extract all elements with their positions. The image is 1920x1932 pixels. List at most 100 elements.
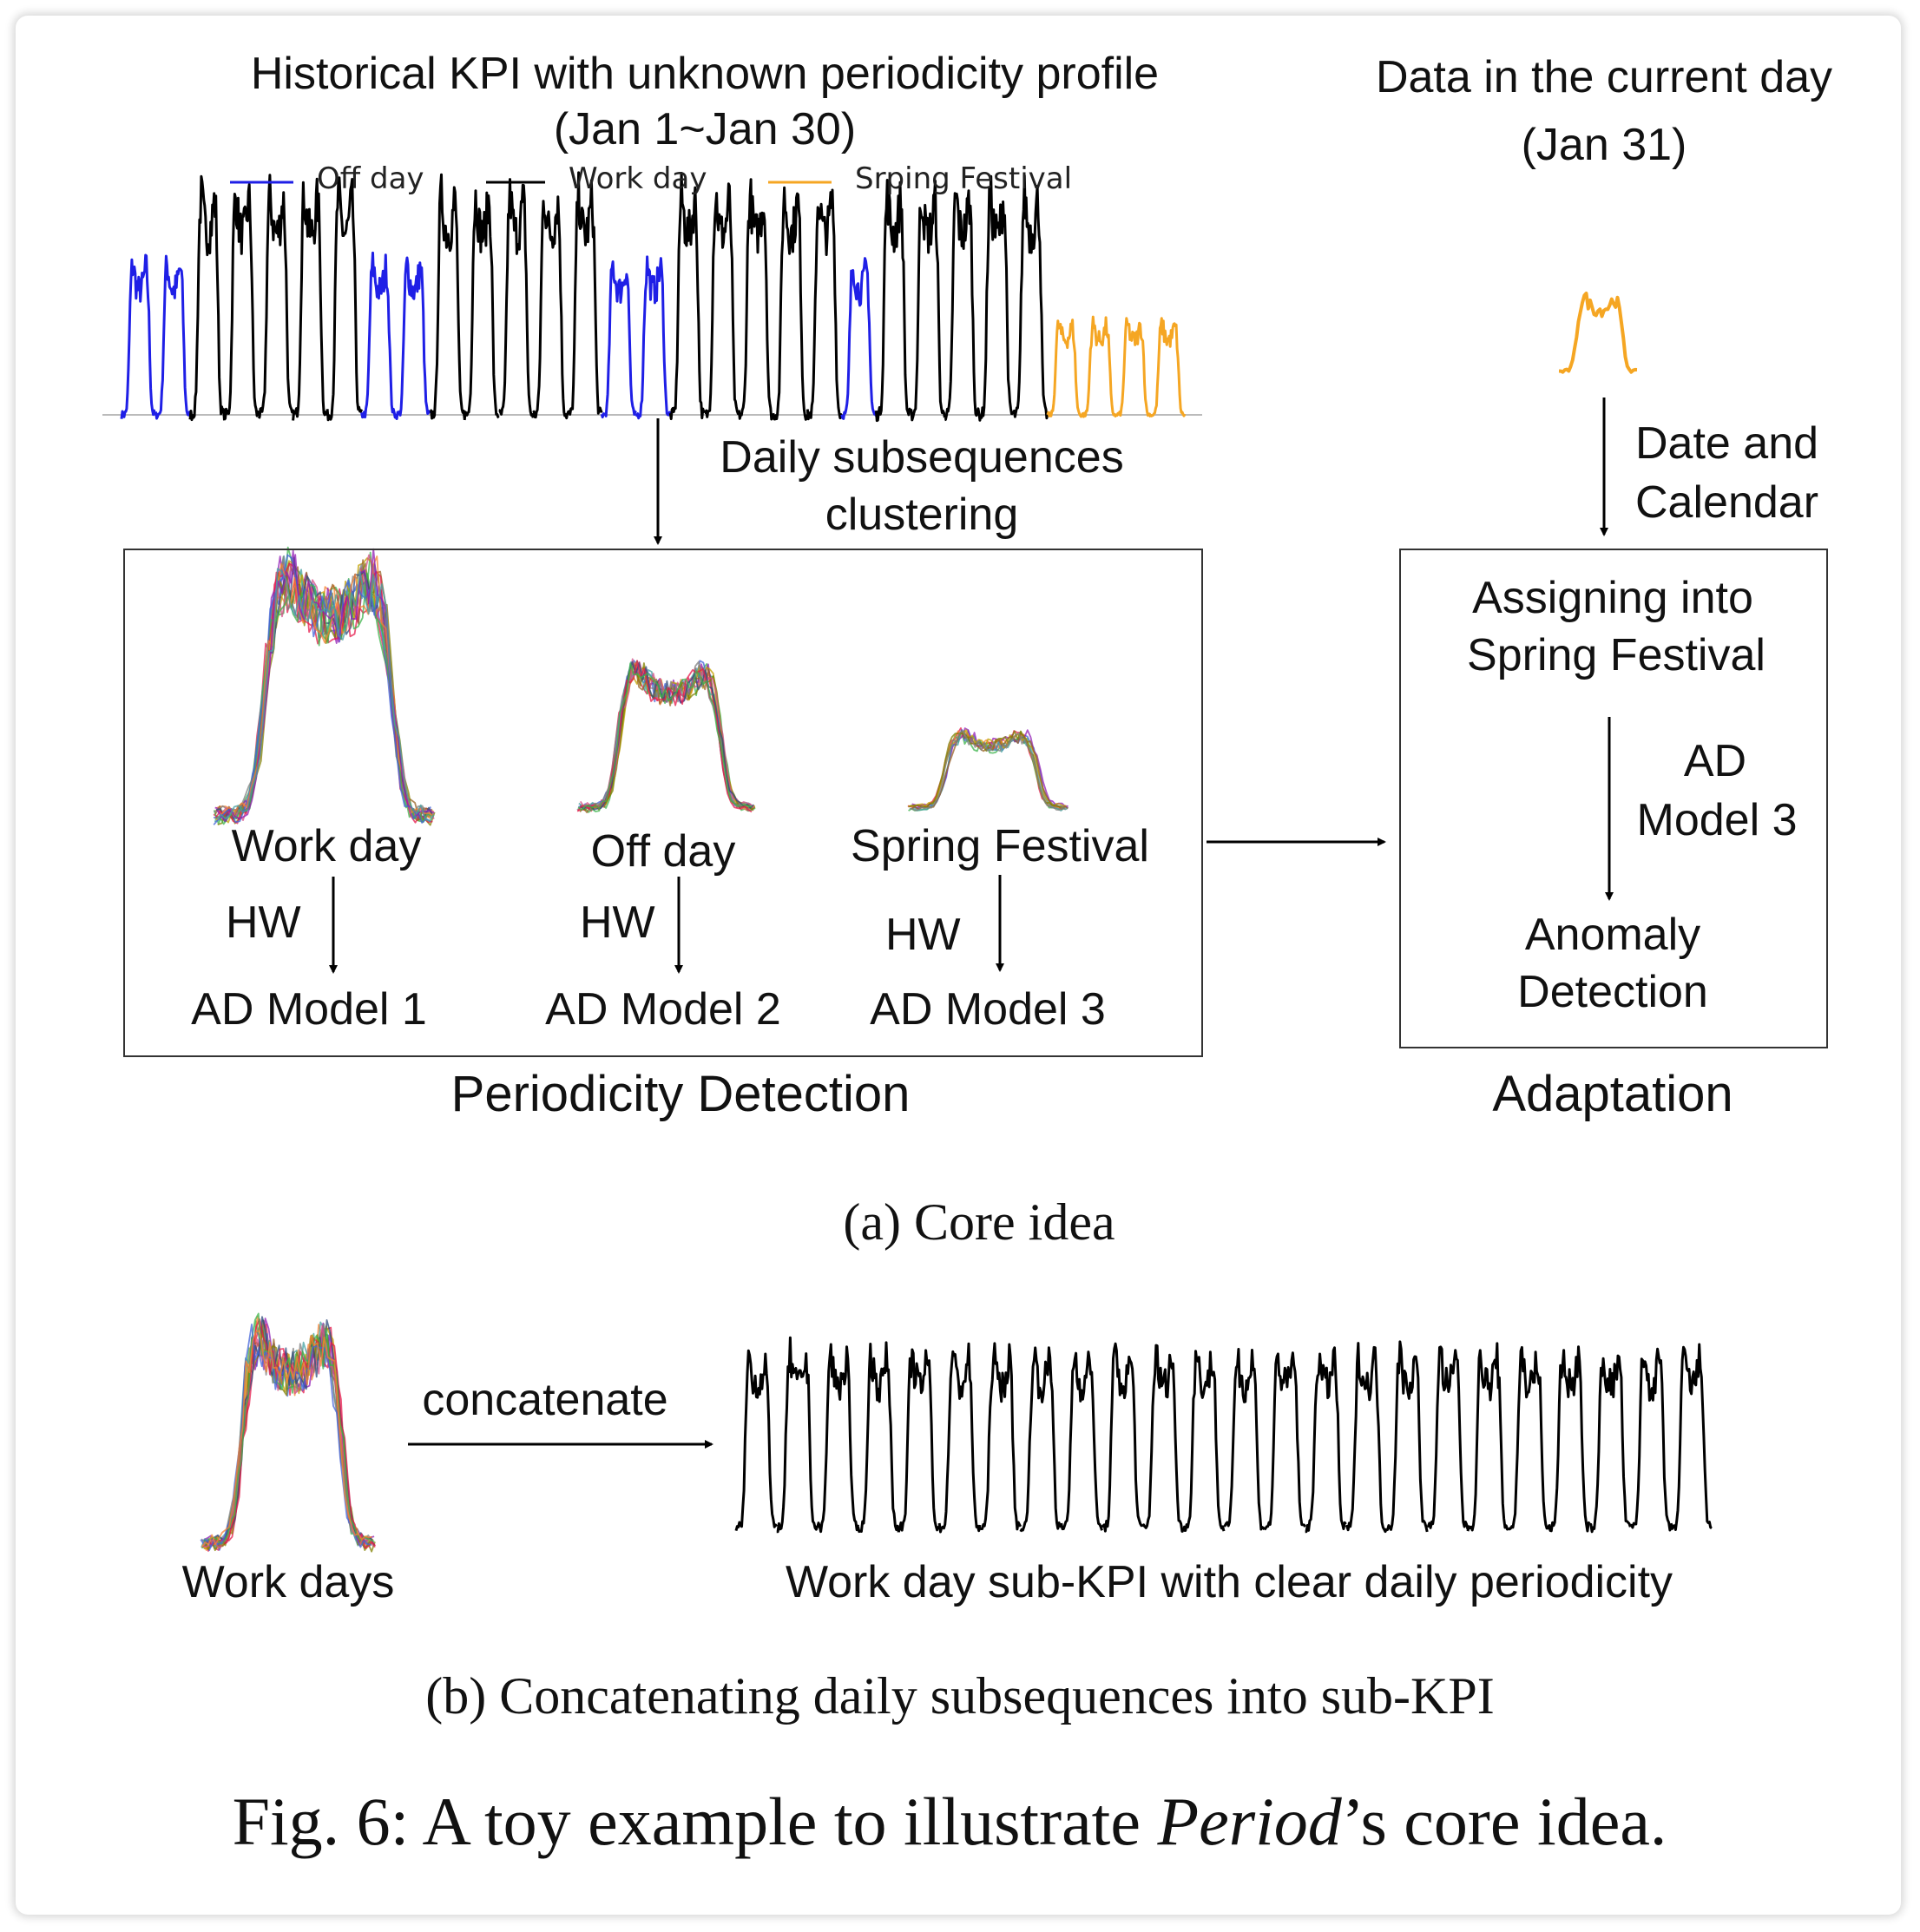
work-days-cluster-curve-14 (204, 1312, 375, 1546)
kpi-day-16 (635, 255, 672, 420)
figure-caption-suffix: ’s core idea. (1341, 1784, 1667, 1859)
kpi-day-29 (1081, 315, 1118, 418)
sub-kpi-day-12 (1181, 1350, 1226, 1533)
kpi-day-25 (944, 189, 981, 422)
sub-kpi-day-8 (1019, 1346, 1062, 1533)
adaptation-title: Adaptation (1492, 1066, 1733, 1122)
adapt-model-line1: AD (1683, 736, 1747, 786)
kpi-day-18 (704, 182, 740, 418)
kpi-day-8 (360, 251, 397, 419)
current-day-title: Data in the current day (1375, 52, 1833, 102)
sub-kpi-day-5 (897, 1348, 940, 1533)
sub-kpi-day-16 (1345, 1342, 1388, 1534)
ad-model-2-label: AD Model 2 (545, 984, 781, 1035)
adapt-detect-line1: Anomaly (1524, 910, 1701, 960)
sub-kpi-day-11 (1141, 1344, 1184, 1533)
clustering-label-line1: Daily subsequences (720, 432, 1124, 483)
kpi-day-14 (566, 171, 603, 416)
kpi-day-9 (394, 256, 431, 420)
date-label-line2: Calendar (1635, 477, 1819, 528)
off-day-cluster-glyph (576, 658, 756, 813)
hw-label-3: HW (885, 910, 961, 960)
kpi-day-26 (977, 174, 1015, 422)
kpi-day-5 (257, 174, 295, 419)
sub-kpi-day-20 (1507, 1345, 1551, 1531)
kpi-day-15 (600, 260, 637, 419)
work-day-cluster-curve-18 (216, 568, 435, 822)
figure-caption-italic: Period (1157, 1784, 1342, 1859)
kpi-day-20 (772, 186, 809, 421)
adapt-model-line2: Model 3 (1636, 795, 1798, 845)
work-day-sub-kpi-series (734, 1336, 1713, 1534)
periodicity-detection-title: Periodicity Detection (450, 1066, 911, 1122)
ad-model-1-label: AD Model 1 (191, 984, 427, 1035)
kpi-day-10 (429, 173, 466, 420)
ad-model-3-label: AD Model 3 (870, 984, 1106, 1035)
sub-kpi-day-17 (1385, 1340, 1429, 1533)
work-days-cluster-curve-16 (201, 1330, 372, 1548)
sub-kpi-day-21 (1548, 1345, 1591, 1533)
sub-kpi-day-14 (1263, 1351, 1306, 1531)
sub-kpi-day-3 (816, 1343, 859, 1534)
cluster-name-spring-festival: Spring Festival (851, 821, 1149, 871)
kpi-day-19 (737, 178, 775, 421)
concatenate-label: concatenate (422, 1375, 668, 1425)
hw-label-2: HW (580, 897, 655, 948)
sub-kpi-day-15 (1305, 1346, 1347, 1534)
kpi-day-17 (668, 172, 707, 421)
sub-kpi-day-2 (776, 1336, 819, 1534)
kpi-day-1 (120, 253, 157, 419)
kpi-day-27 (1012, 174, 1049, 420)
historical-kpi-subtitle: (Jan 1~Jan 30) (553, 104, 857, 154)
sub-kpi-label: Work day sub-KPI with clear daily period… (785, 1557, 1673, 1607)
figure-caption-prefix: Fig. 6: A toy example to illustrate (232, 1784, 1158, 1859)
sub-kpi-day-18 (1426, 1345, 1470, 1530)
sub-kpi-day-10 (1101, 1342, 1143, 1533)
spring-festival-cluster-glyph (907, 727, 1069, 812)
clustering-label-line2: clustering (825, 490, 1019, 540)
adapt-assign-line2: Spring Festival (1467, 630, 1765, 680)
sub-kpi-day-13 (1223, 1348, 1266, 1531)
adaptation-box (1399, 549, 1828, 1048)
sub-kpi-day-23 (1629, 1347, 1673, 1532)
spring-festival-cluster-curve-10 (909, 730, 1067, 812)
current-day-series (1558, 292, 1638, 374)
sub-kpi-day-6 (937, 1342, 982, 1534)
legend-label-off-day: Off day (317, 161, 424, 196)
work-days-cluster-glyph (200, 1312, 377, 1553)
figure-caption: Fig. 6: A toy example to illustrate Peri… (233, 1783, 1667, 1861)
sub-kpi-day-22 (1589, 1354, 1632, 1534)
adapt-detect-line2: Detection (1517, 967, 1708, 1017)
kpi-day-22 (840, 257, 878, 420)
sub-kpi-day-24 (1669, 1343, 1713, 1531)
sub-kpi-day-4 (857, 1341, 900, 1534)
kpi-day-31 (1149, 317, 1187, 417)
off-day-cluster-curve-14 (577, 662, 753, 812)
kpi-day-24 (909, 180, 946, 422)
sub-kpi-day-1 (734, 1349, 778, 1531)
historical-kpi-series (120, 171, 1187, 423)
kpi-day-3 (188, 174, 226, 422)
kpi-day-28 (1046, 319, 1083, 418)
work-days-label: Work days (181, 1557, 395, 1607)
kpi-day-2 (155, 254, 191, 420)
kpi-day-7 (325, 176, 364, 422)
kpi-day-13 (532, 195, 569, 420)
cluster-name-off-day: Off day (590, 826, 736, 877)
historical-kpi-title: Historical KPI with unknown periodicity … (250, 49, 1160, 99)
work-day-cluster-curve-17 (216, 548, 435, 822)
periodicity-detection-box (123, 549, 1203, 1057)
caption-a: (a) Core idea (843, 1193, 1115, 1251)
kpi-day-21 (805, 188, 844, 421)
kpi-day-12 (498, 178, 535, 418)
kpi-day-6 (292, 177, 329, 421)
adapt-assign-line1: Assigning into (1472, 573, 1753, 623)
legend-label-spring-festival: Srping Festival (855, 161, 1073, 196)
kpi-day-23 (874, 179, 912, 423)
legend-label-work-day: Work day (569, 161, 707, 196)
kpi-day-4 (223, 183, 260, 420)
kpi-day-11 (463, 189, 500, 421)
current-day-subtitle: (Jan 31) (1521, 120, 1687, 170)
sub-kpi-day-7 (979, 1342, 1022, 1531)
